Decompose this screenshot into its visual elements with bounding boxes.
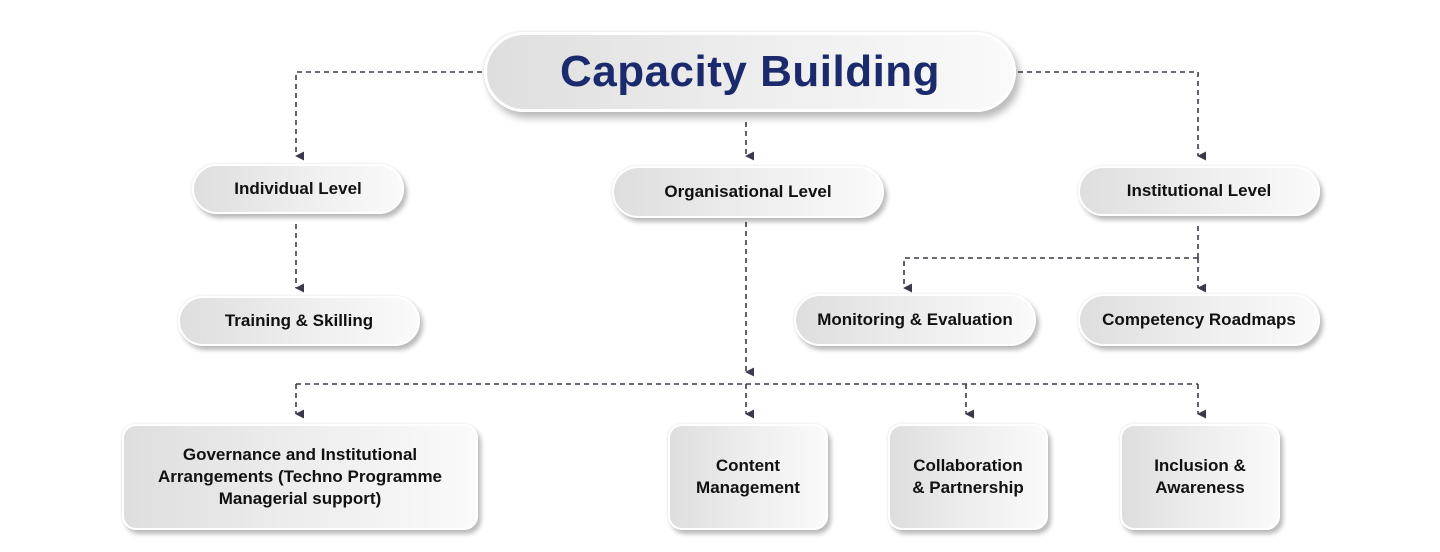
connector-root-to-institutional <box>1018 71 1207 161</box>
node-collaboration-partnership: Collaboration & Partnership <box>888 424 1048 530</box>
collaboration-line-1: Collaboration <box>913 456 1023 475</box>
inclusion-line-1: Inclusion & <box>1154 456 1246 475</box>
node-inclusion-awareness: Inclusion & Awareness <box>1120 424 1280 530</box>
connector-root-to-individual <box>295 71 482 161</box>
governance-line-1: Governance and Institutional <box>182 445 418 464</box>
content-line-1: Content <box>715 456 781 475</box>
connector-institutional-to-monitoring <box>903 257 1198 293</box>
node-monitoring-evaluation: Monitoring & Evaluation <box>794 294 1036 346</box>
node-training-skilling: Training & Skilling <box>178 296 420 346</box>
collaboration-line-2: & Partnership <box>912 478 1024 497</box>
root-node-capacity-building: Capacity Building <box>484 32 1016 112</box>
content-line-2: Management <box>696 478 800 497</box>
node-content-management: Content Management <box>668 424 828 530</box>
node-organisational-level: Organisational Level <box>612 166 884 218</box>
governance-line-2: Arrangements (Techno Programme <box>157 467 443 486</box>
governance-line-3: Managerial support) <box>218 489 382 508</box>
node-competency-roadmaps: Competency Roadmaps <box>1078 294 1320 346</box>
inclusion-line-2: Awareness <box>1155 478 1245 497</box>
node-institutional-level: Institutional Level <box>1078 166 1320 216</box>
node-governance-institutional-arrangements: Governance and Institutional Arrangement… <box>122 424 478 530</box>
node-individual-level: Individual Level <box>192 164 404 214</box>
